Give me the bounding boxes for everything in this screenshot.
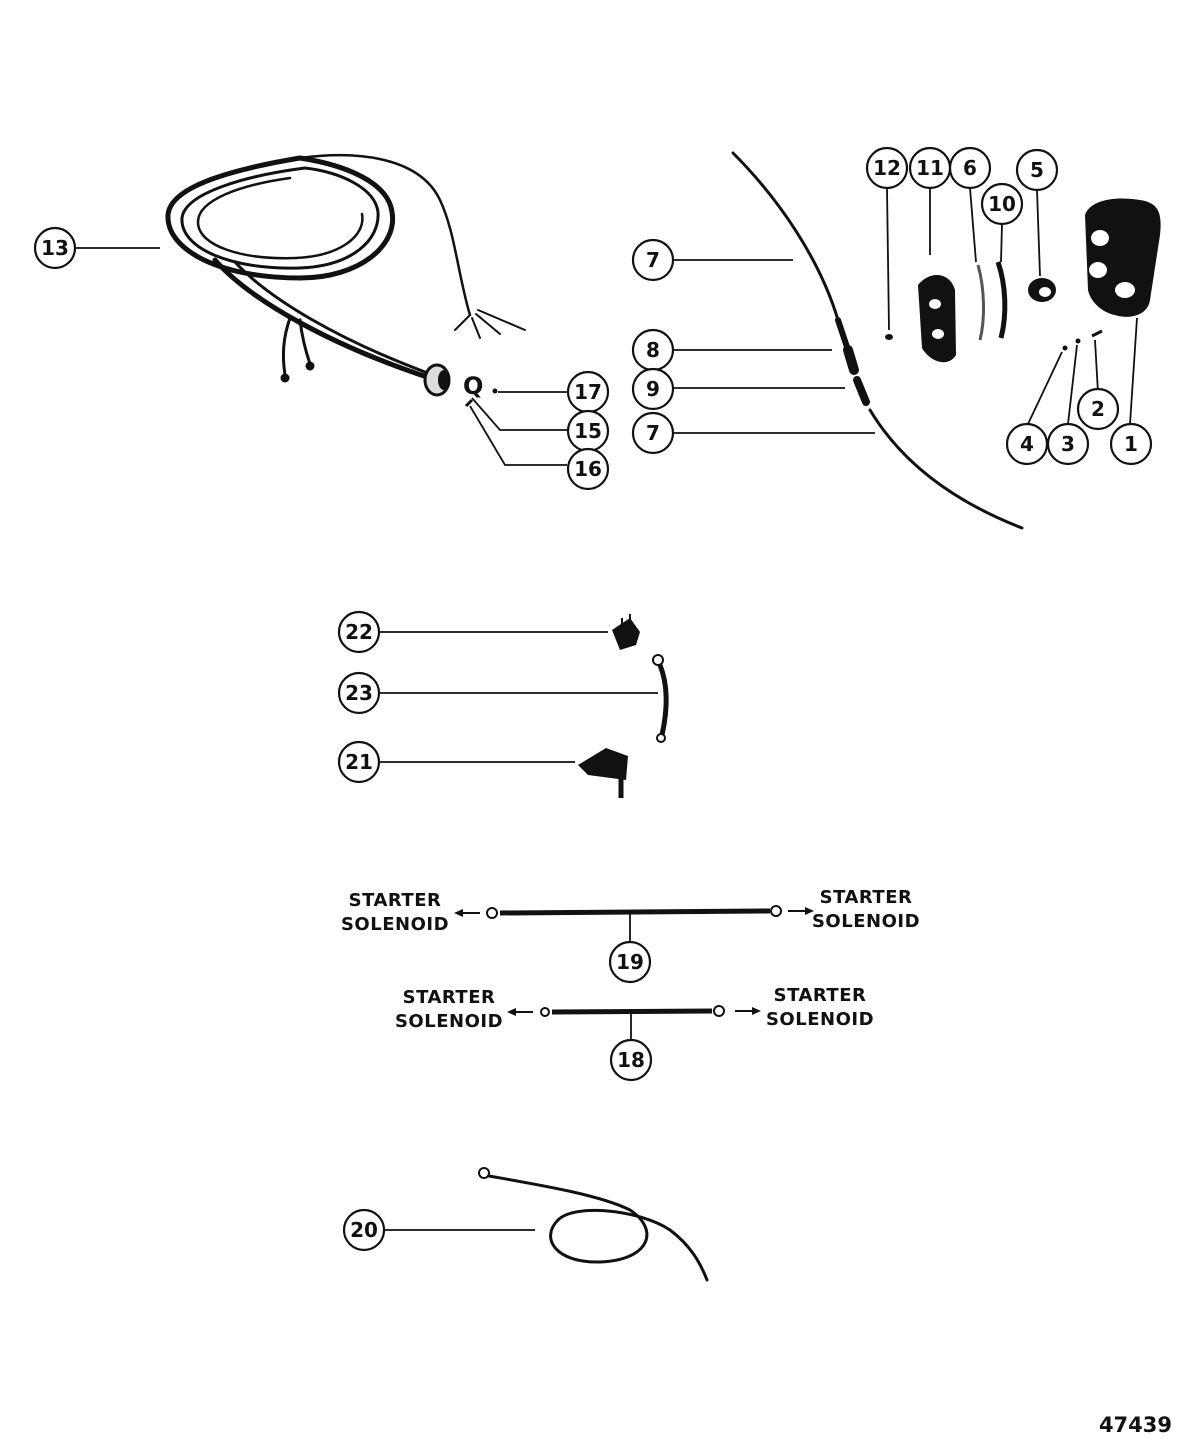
callout-9: 9 (631, 367, 675, 411)
callout-17: 17 (566, 370, 610, 414)
callout-2: 2 (1076, 387, 1120, 431)
callout-6: 6 (948, 146, 992, 190)
svg-text:23: 23 (345, 681, 373, 705)
part-10 (995, 261, 1008, 339)
callout-15: 15 (566, 409, 610, 453)
callout-16: 16 (566, 447, 610, 491)
callout-19: 19 (608, 940, 652, 984)
svg-text:22: 22 (345, 620, 373, 644)
svg-text:15: 15 (574, 419, 602, 443)
svg-text:12: 12 (873, 156, 901, 180)
callout-13: 13 (33, 226, 77, 270)
svg-text:3: 3 (1061, 432, 1075, 456)
svg-text:10: 10 (988, 192, 1016, 216)
solenoid-arrows (454, 907, 814, 1016)
wiring-harness-13 (165, 153, 526, 397)
cable-18 (540, 1005, 725, 1017)
svg-text:21: 21 (345, 750, 373, 774)
svg-text:SOLENOID: SOLENOID (395, 1011, 503, 1032)
callout-20: 20 (342, 1208, 386, 1252)
svg-text:5: 5 (1030, 158, 1044, 182)
svg-text:19: 19 (616, 950, 644, 974)
svg-text:STARTER: STARTER (349, 890, 442, 911)
svg-text:7: 7 (646, 421, 660, 445)
callout-21: 21 (337, 740, 381, 784)
leader-lines (76, 187, 1138, 1231)
svg-text:SOLENOID: SOLENOID (341, 914, 449, 935)
svg-text:13: 13 (41, 236, 69, 260)
svg-text:STARTER: STARTER (403, 987, 496, 1008)
cable-20 (478, 1167, 709, 1282)
label-18-left: STARTER SOLENOID (395, 987, 503, 1032)
screw-12 (885, 334, 893, 340)
callout-3: 3 (1046, 422, 1090, 466)
svg-text:STARTER: STARTER (774, 985, 867, 1006)
figure-number: 47439 (1099, 1413, 1172, 1437)
svg-text:9: 9 (646, 377, 660, 401)
svg-text:20: 20 (350, 1218, 378, 1242)
callout-11: 11 (908, 146, 952, 190)
svg-text:SOLENOID: SOLENOID (766, 1009, 874, 1030)
svg-text:1: 1 (1124, 432, 1138, 456)
svg-text:16: 16 (574, 457, 602, 481)
svg-text:6: 6 (963, 156, 977, 180)
svg-text:4: 4 (1020, 432, 1034, 456)
gasket-6 (976, 264, 986, 341)
svg-text:17: 17 (574, 380, 602, 404)
svg-text:8: 8 (646, 338, 660, 362)
callout-7-bottom: 7 (631, 411, 675, 455)
label-19-left: STARTER SOLENOID (341, 890, 449, 935)
svg-text:7: 7 (646, 248, 660, 272)
callout-4: 4 (1005, 422, 1049, 466)
cable-19 (486, 905, 782, 919)
label-19-right: STARTER SOLENOID (812, 887, 920, 932)
clamp-parts-15-16-17: Q (463, 372, 498, 408)
plate-11 (918, 274, 956, 363)
switch-assembly-parts (885, 198, 1161, 363)
svg-text:18: 18 (617, 1048, 645, 1072)
svg-text:11: 11 (916, 156, 944, 180)
callout-10: 10 (980, 182, 1024, 226)
callout-23: 23 (337, 671, 381, 715)
callout-1: 1 (1109, 422, 1153, 466)
cable-7-8-9 (731, 151, 1024, 530)
callout-5: 5 (1015, 148, 1059, 192)
svg-text:SOLENOID: SOLENOID (812, 911, 920, 932)
svg-text:2: 2 (1091, 397, 1105, 421)
label-18-right: STARTER SOLENOID (766, 985, 874, 1030)
svg-text:STARTER: STARTER (820, 887, 913, 908)
svg-text:Q: Q (463, 372, 483, 400)
callout-22: 22 (337, 610, 381, 654)
callout-7-top: 7 (631, 238, 675, 282)
callout-18: 18 (609, 1038, 653, 1082)
callout-8: 8 (631, 328, 675, 372)
switch-body-1 (1085, 198, 1161, 317)
ground-parts-21-22-23 (578, 614, 669, 798)
callout-12: 12 (865, 146, 909, 190)
